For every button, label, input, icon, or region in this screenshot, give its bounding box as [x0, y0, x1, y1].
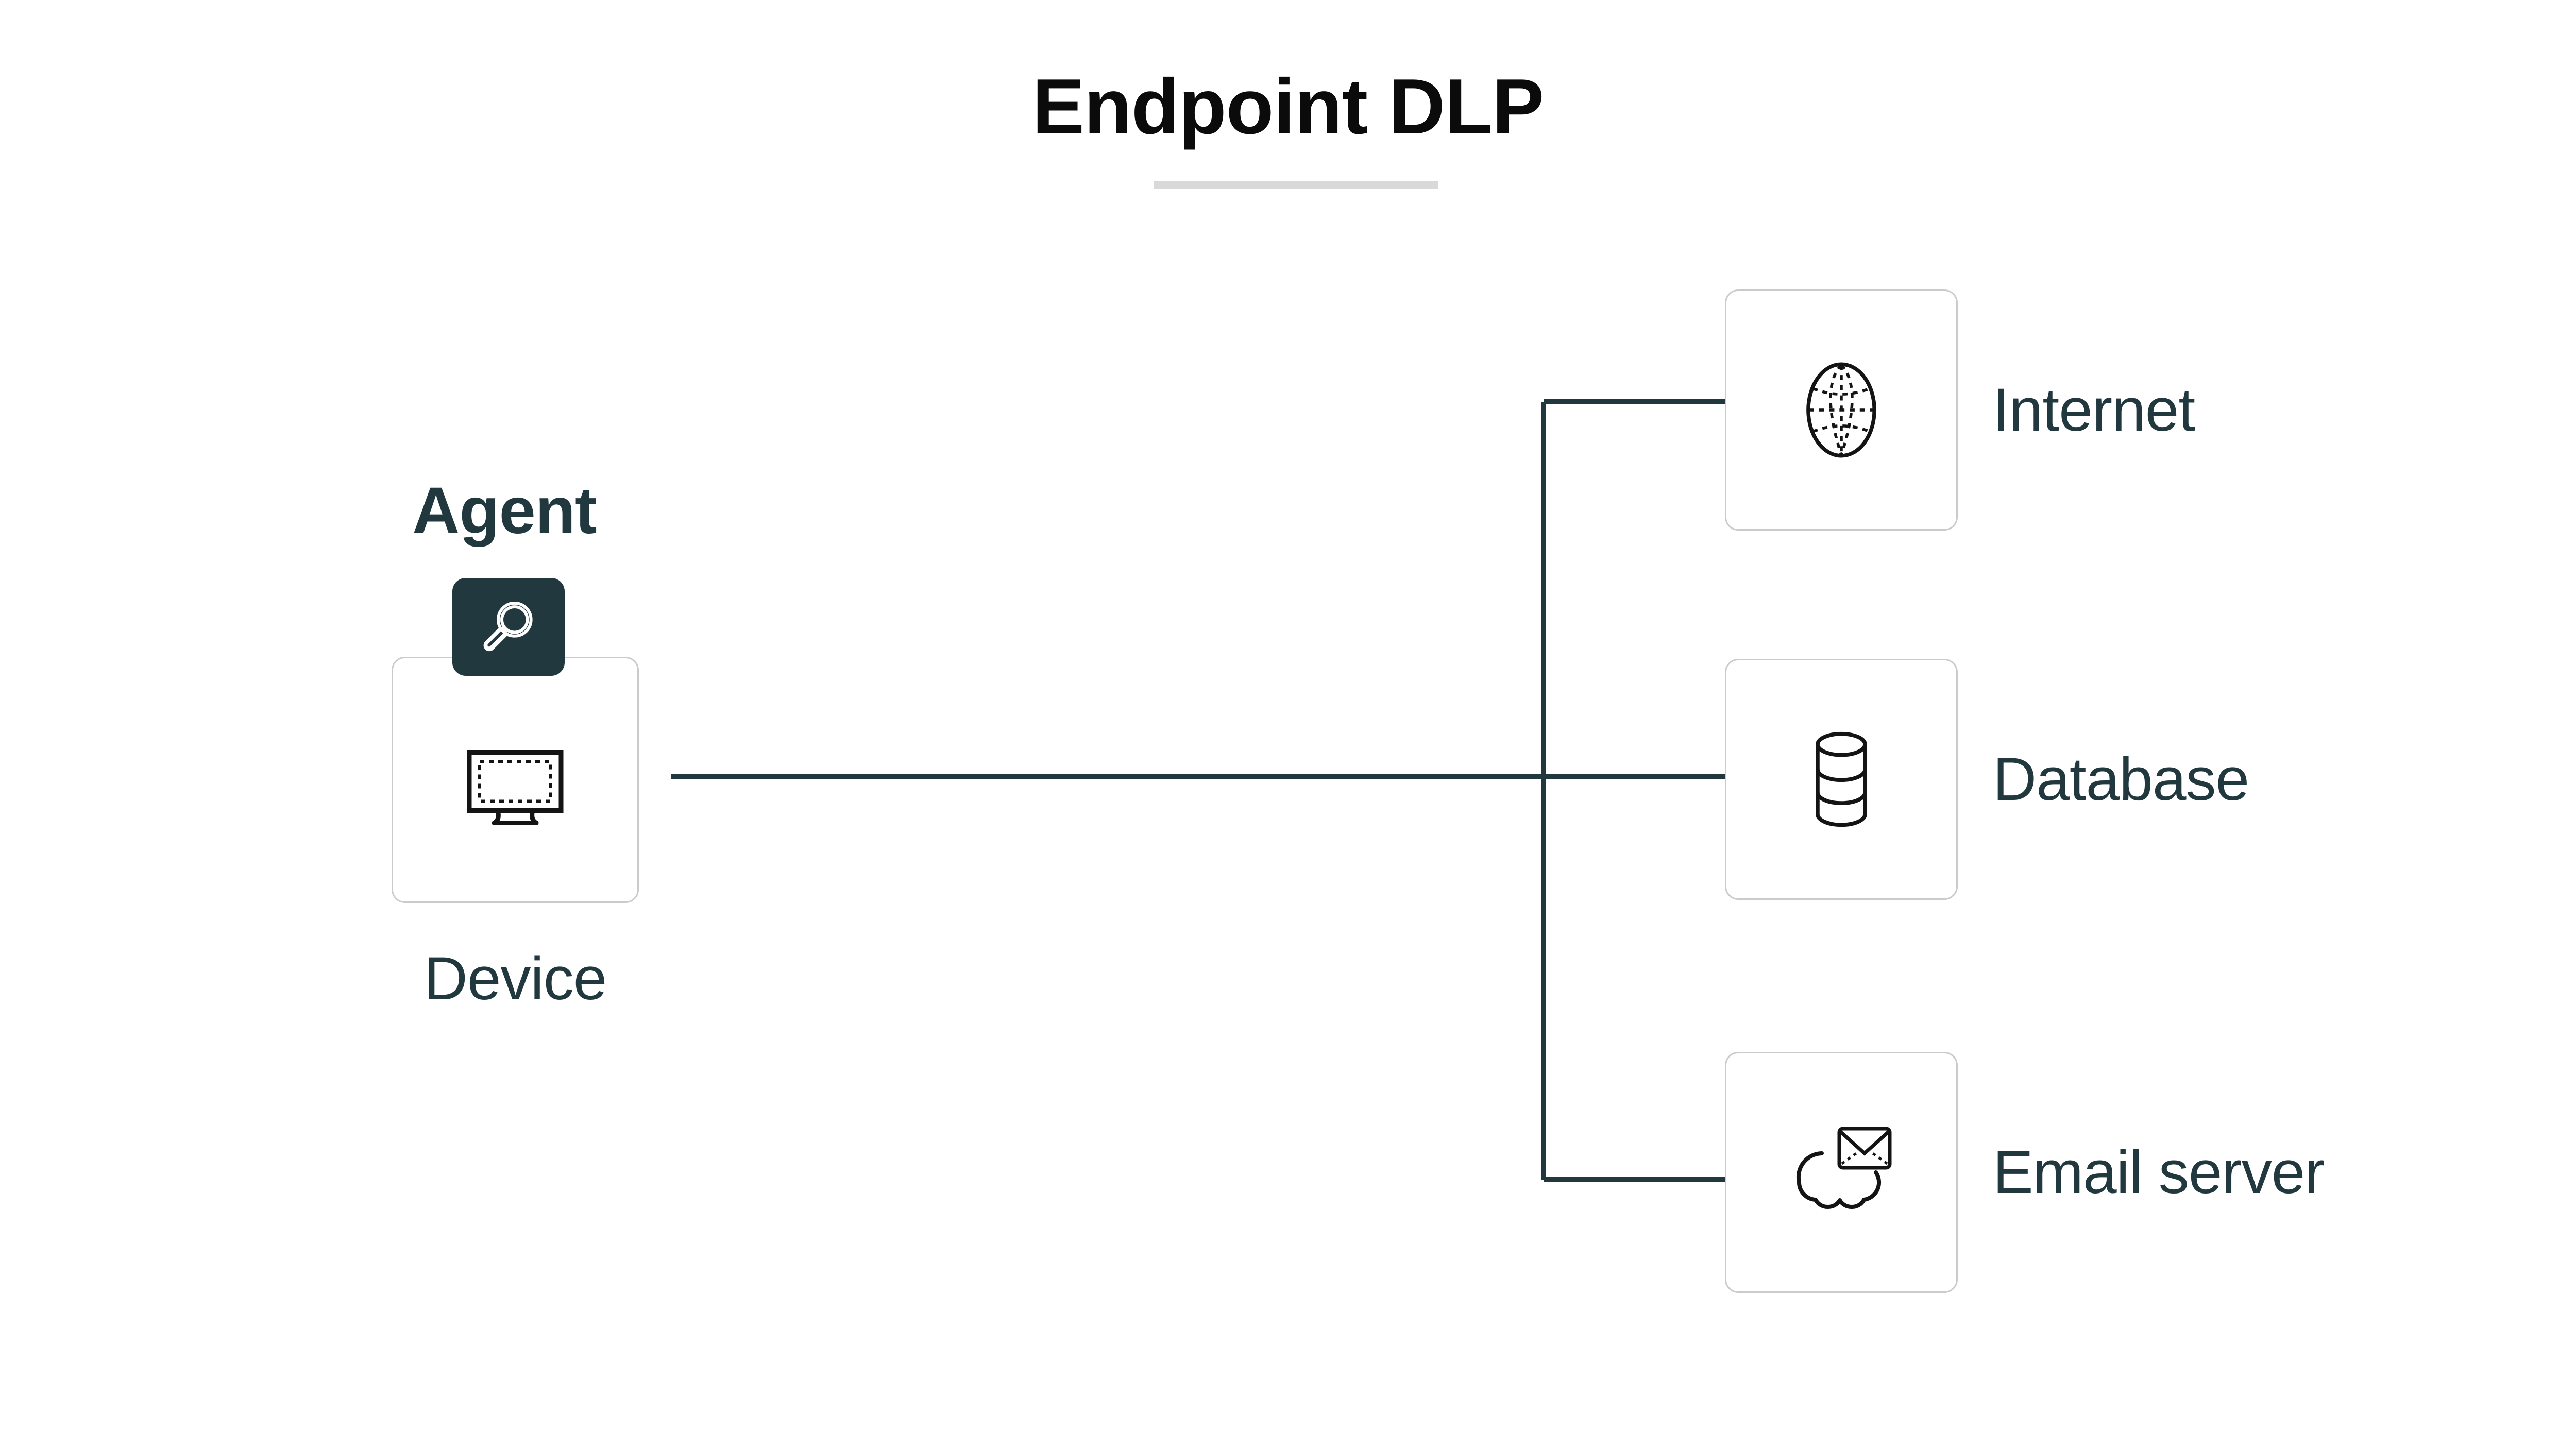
agent-badge[interactable] — [452, 578, 565, 676]
monitor-icon — [467, 750, 564, 826]
device-label: Device — [423, 945, 607, 1013]
device-card[interactable] — [392, 657, 639, 903]
internet-label: Internet — [1993, 376, 2195, 444]
magnifier-icon — [483, 602, 533, 652]
page-title: Endpoint DLP — [1032, 63, 1545, 150]
envelope-cloud-icon — [1796, 1127, 1892, 1209]
globe-icon — [1806, 362, 1876, 458]
title-underline-rule — [1154, 181, 1438, 189]
database-cylinder-icon — [1816, 731, 1867, 827]
email-server-label: Email server — [1993, 1138, 2325, 1206]
agent-label: Agent — [412, 474, 597, 548]
database-label: Database — [1993, 745, 2249, 813]
